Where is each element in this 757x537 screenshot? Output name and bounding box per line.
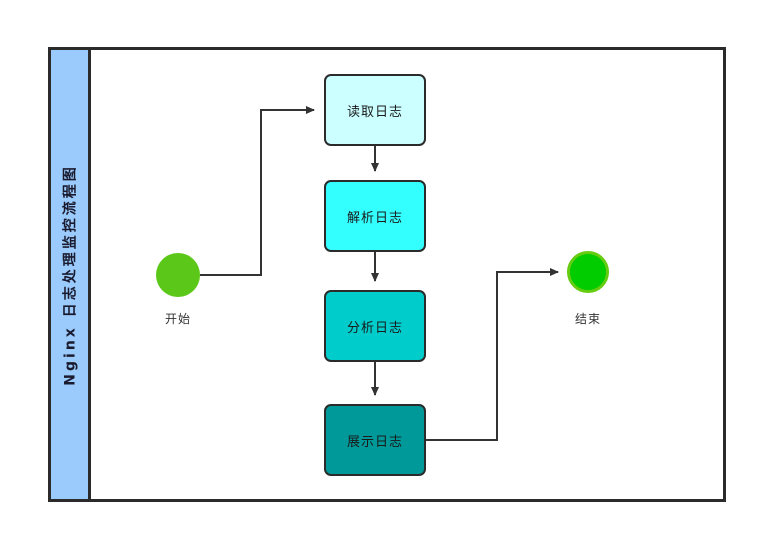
task-label-analyze: 分析日志 [346,320,403,336]
task-label-read: 读取日志 [346,104,403,120]
task-node-display[interactable]: 展示日志 [324,404,426,476]
task-label-parse: 解析日志 [346,210,403,226]
lane-title: Nginx 日志处理监控流程图 [62,163,79,386]
end-event-label: 结束 [574,312,601,326]
task-node-read[interactable]: 读取日志 [324,74,426,146]
task-label-display: 展示日志 [346,434,403,450]
lane-header: Nginx 日志处理监控流程图 [51,50,91,499]
task-node-analyze[interactable]: 分析日志 [324,290,426,362]
start-event-label: 开始 [164,312,191,326]
task-node-parse[interactable]: 解析日志 [324,180,426,252]
start-event-node[interactable] [156,253,200,297]
end-event-node[interactable] [567,251,609,293]
